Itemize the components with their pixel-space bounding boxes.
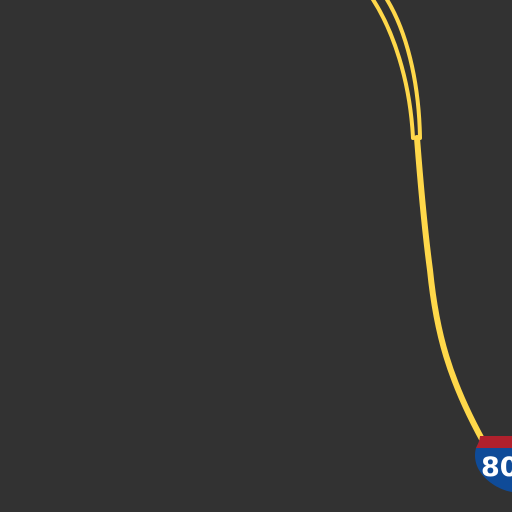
interstate-shield[interactable]: 80: [475, 436, 512, 492]
shield-route-number: 80: [481, 452, 512, 483]
highway-road[interactable]: [370, 0, 491, 453]
highway-main-segment: [414, 135, 491, 453]
shield-body: [475, 436, 512, 492]
shield-top-band: [476, 436, 512, 448]
highway-carriageway-right: [384, 0, 422, 140]
highway-carriageway-left: [370, 0, 415, 140]
